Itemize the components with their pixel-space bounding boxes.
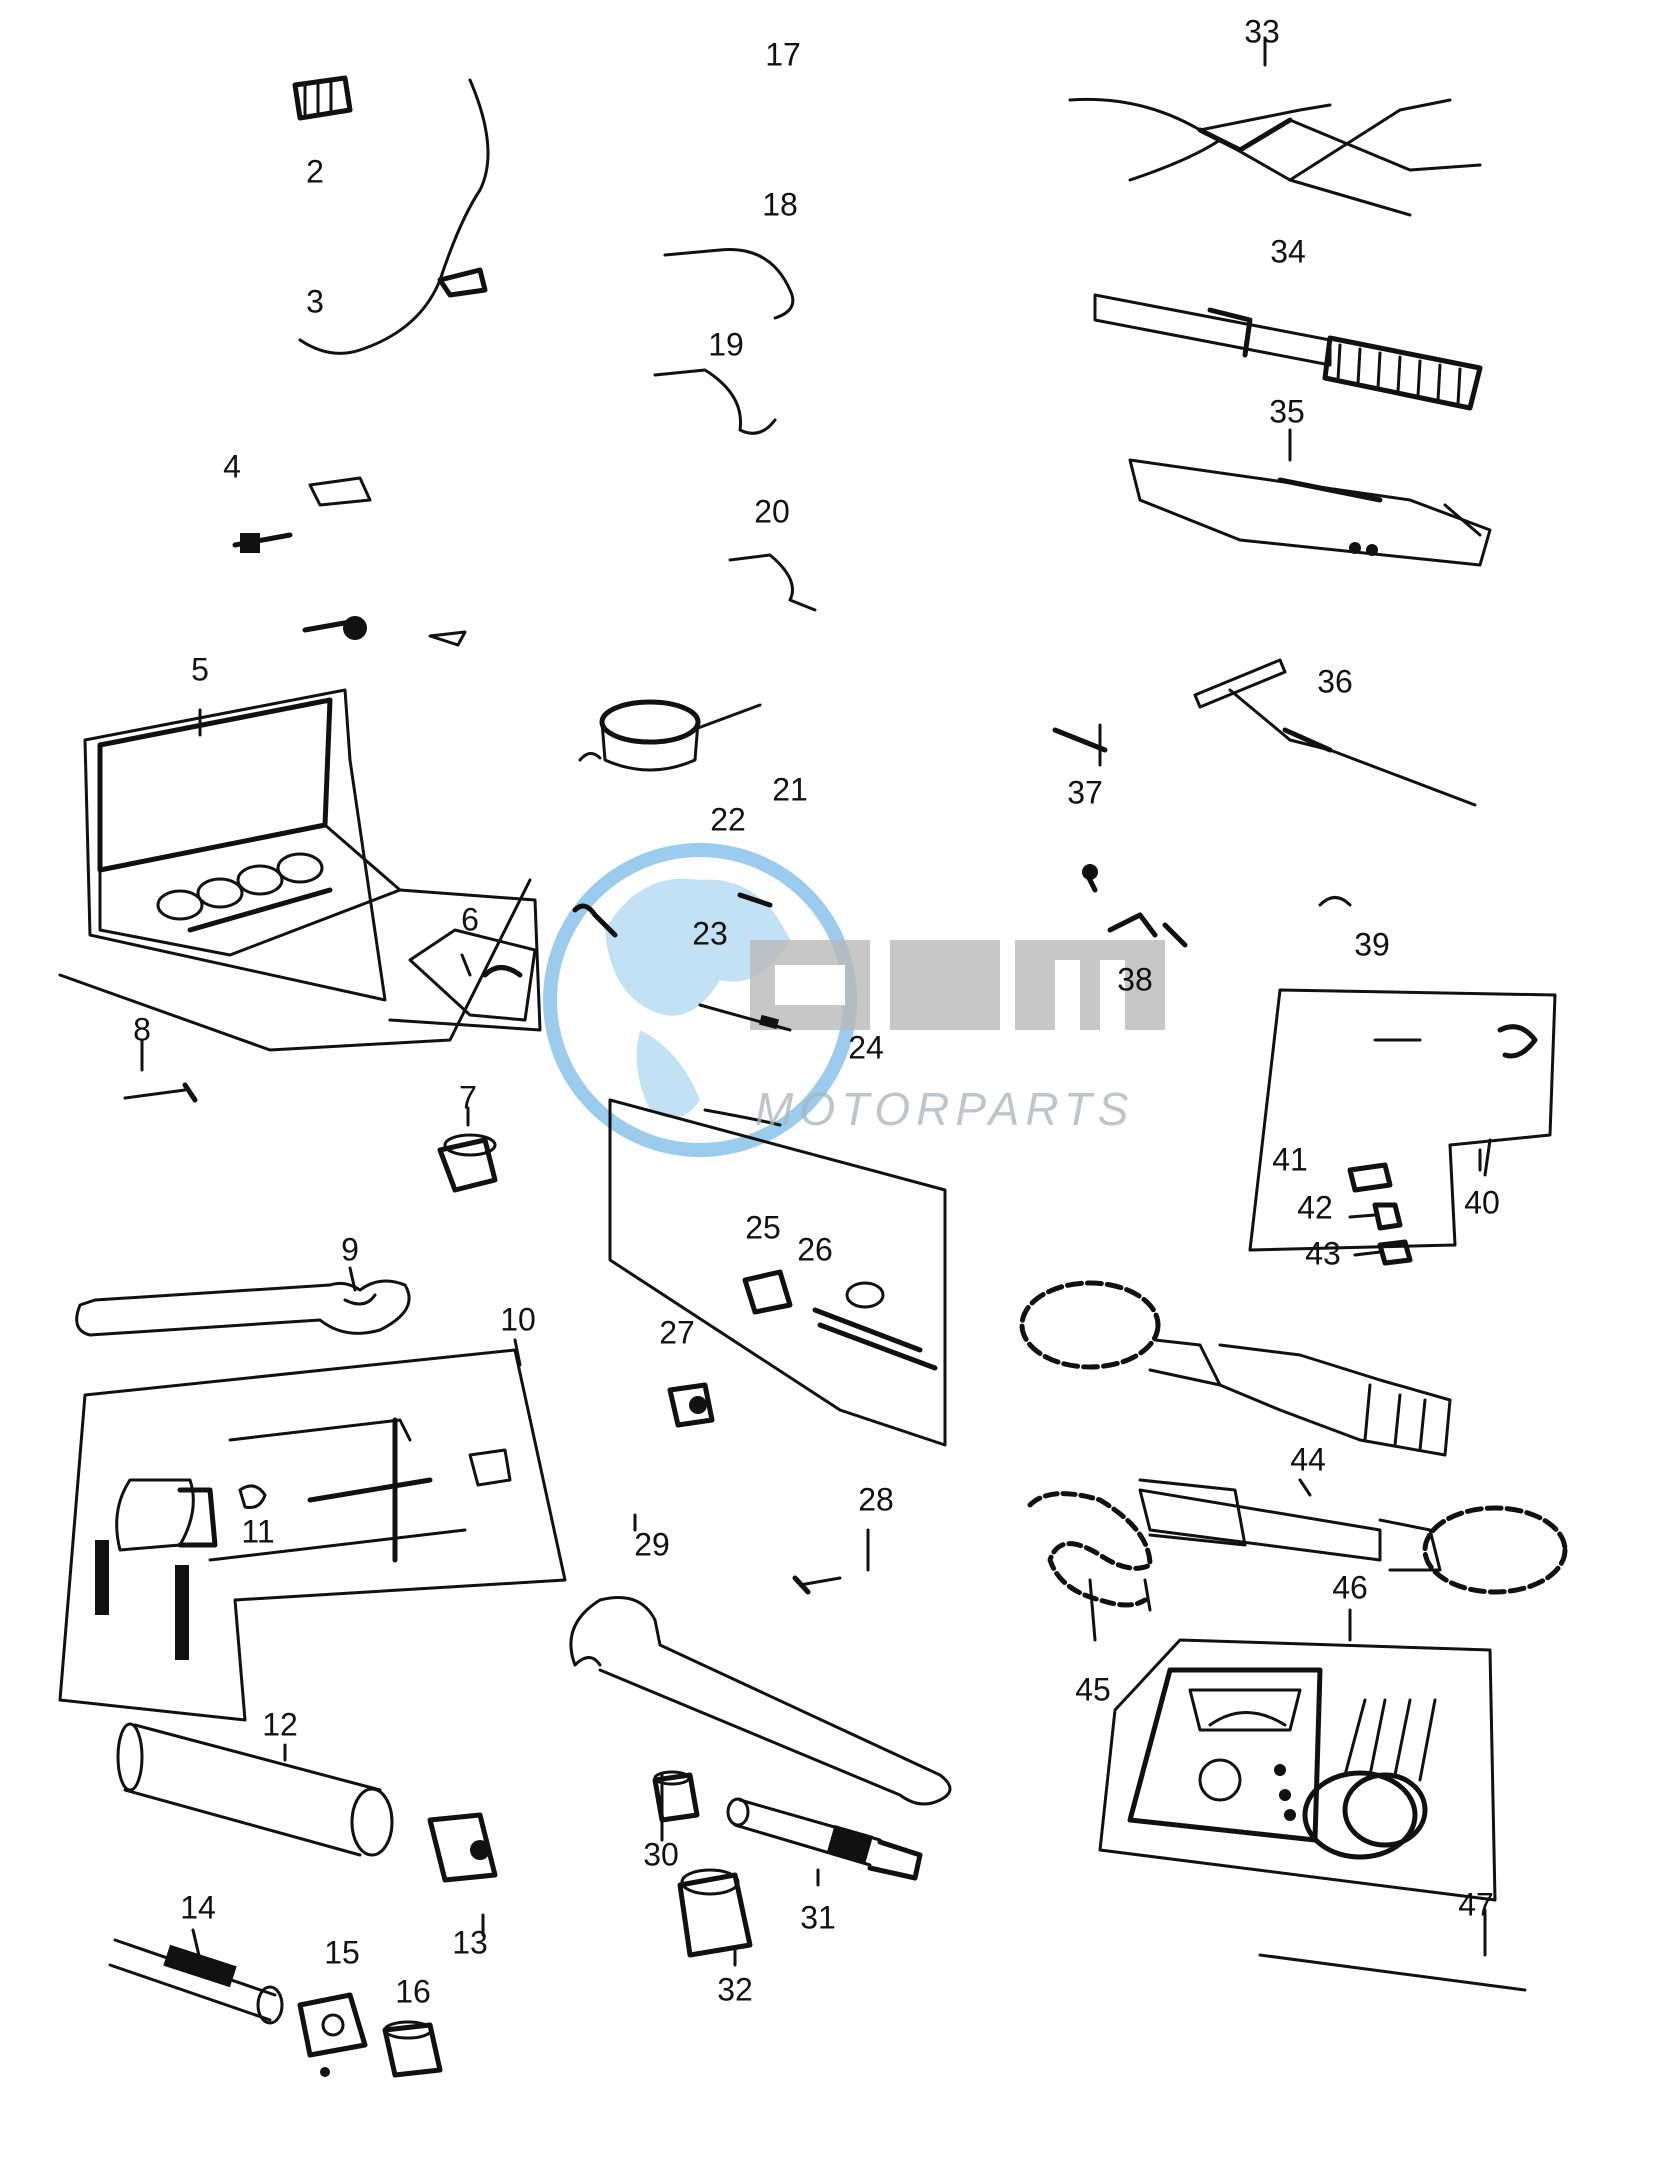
part-5-socket-case <box>58 688 542 1052</box>
part-39-clip <box>1318 896 1352 907</box>
part-19-tool <box>653 368 777 435</box>
part-21-dial-gauge <box>578 699 762 772</box>
part-47-line <box>1258 1953 1527 1992</box>
part-23-probe <box>698 1003 792 1032</box>
callout-24[interactable]: 24 <box>848 1029 884 1066</box>
callout-47[interactable]: 47 <box>1458 1886 1494 1923</box>
part-13-bush <box>427 1812 498 1883</box>
callout-16[interactable]: 16 <box>395 1973 431 2010</box>
callout-19[interactable]: 19 <box>708 326 744 363</box>
callout-18[interactable]: 18 <box>762 186 798 223</box>
callout-30[interactable]: 30 <box>643 1836 679 1873</box>
callout-46[interactable]: 46 <box>1332 1569 1368 1606</box>
part-12-tube <box>116 1722 394 1857</box>
callout-35[interactable]: 35 <box>1269 393 1305 430</box>
part-10-puller-kit <box>58 1348 567 1722</box>
callout-15[interactable]: 15 <box>324 1934 360 1971</box>
part-7-nut <box>437 1133 498 1193</box>
callout-2[interactable]: 2 <box>306 153 324 190</box>
callout-43[interactable]: 43 <box>1305 1235 1341 1272</box>
callout-21[interactable]: 21 <box>772 771 808 808</box>
part-8-pin <box>123 1082 198 1103</box>
callout-39[interactable]: 39 <box>1354 926 1390 963</box>
callout-31[interactable]: 31 <box>800 1899 836 1936</box>
callout-4[interactable]: 4 <box>223 448 241 485</box>
callout-25[interactable]: 25 <box>745 1209 781 1246</box>
callout-5[interactable]: 5 <box>191 651 209 688</box>
callout-3[interactable]: 3 <box>306 283 324 320</box>
callout-41[interactable]: 41 <box>1272 1141 1308 1178</box>
part-34-handle <box>1093 293 1483 411</box>
part-6-shim <box>408 928 537 1022</box>
part-29-hook-wrench <box>569 1596 952 1806</box>
callout-8[interactable]: 8 <box>133 1011 151 1048</box>
part-18-tool <box>663 248 795 320</box>
callout-13[interactable]: 13 <box>452 1924 488 1961</box>
callout-11[interactable]: 11 <box>241 1513 275 1550</box>
part-32-bush <box>677 1868 753 1958</box>
callout-36[interactable]: 36 <box>1317 663 1353 700</box>
watermark-logo <box>543 843 1165 1157</box>
callout-17[interactable]: 17 <box>765 36 801 73</box>
part-31-bar <box>726 1797 923 1881</box>
callout-45[interactable]: 45 <box>1075 1671 1111 1708</box>
callout-9[interactable]: 9 <box>341 1231 359 1268</box>
part-37-pin <box>1052 727 1108 753</box>
part-33-pliers <box>1068 97 1482 217</box>
callout-27[interactable]: 27 <box>659 1314 695 1351</box>
callout-14[interactable]: 14 <box>180 1889 216 1926</box>
part-25-socket <box>742 1269 793 1315</box>
part-38-bits <box>1082 864 1188 948</box>
callout-12[interactable]: 12 <box>262 1706 298 1743</box>
callout-44[interactable]: 44 <box>1290 1441 1326 1478</box>
part-22-pin <box>572 892 773 938</box>
part-20-tool <box>728 553 817 612</box>
leader-lines <box>140 38 1492 1967</box>
callout-23[interactable]: 23 <box>692 915 728 952</box>
part-16-socket <box>382 2020 443 2078</box>
callout-38[interactable]: 38 <box>1117 961 1153 998</box>
part-27-adapter <box>667 1382 715 1428</box>
part-40-bit-set <box>1248 988 1557 1266</box>
callout-10[interactable]: 10 <box>500 1301 536 1338</box>
part-14-shaft <box>108 1938 284 2025</box>
part-28-valve <box>792 1528 870 1595</box>
part-44-filter-wrench-2 <box>1138 1478 1568 1595</box>
part-45-strap-wrench <box>1027 1491 1153 1612</box>
watermark-subtext: MOTORPARTS <box>755 1083 1135 1135</box>
callout-6[interactable]: 6 <box>461 901 479 938</box>
callout-7[interactable]: 7 <box>459 1079 477 1116</box>
callout-28[interactable]: 28 <box>858 1481 894 1518</box>
part-4-tool <box>232 476 467 647</box>
callout-42[interactable]: 42 <box>1297 1189 1333 1226</box>
part-24-panel <box>608 1098 947 1447</box>
callout-26[interactable]: 26 <box>797 1231 833 1268</box>
callout-40[interactable]: 40 <box>1464 1184 1500 1221</box>
part-30-collar <box>652 1770 700 1823</box>
part-15-nut <box>297 1992 368 2077</box>
part-3-cable <box>298 78 490 355</box>
part-46-multimeter <box>1098 1638 1497 1902</box>
callout-37[interactable]: 37 <box>1067 774 1103 811</box>
callout-29[interactable]: 29 <box>634 1526 670 1563</box>
part-9-wrench <box>75 1279 411 1337</box>
callout-33[interactable]: 33 <box>1244 13 1280 50</box>
callout-34[interactable]: 34 <box>1270 233 1306 270</box>
callout-32[interactable]: 32 <box>717 1971 753 2008</box>
callout-22[interactable]: 22 <box>710 801 746 838</box>
part-44-filter-wrench <box>1019 1280 1452 1457</box>
part-36-tee-handle <box>1193 658 1477 807</box>
callout-20[interactable]: 20 <box>754 493 790 530</box>
part-35-tool <box>1128 458 1492 567</box>
part-2-cap <box>292 75 353 121</box>
